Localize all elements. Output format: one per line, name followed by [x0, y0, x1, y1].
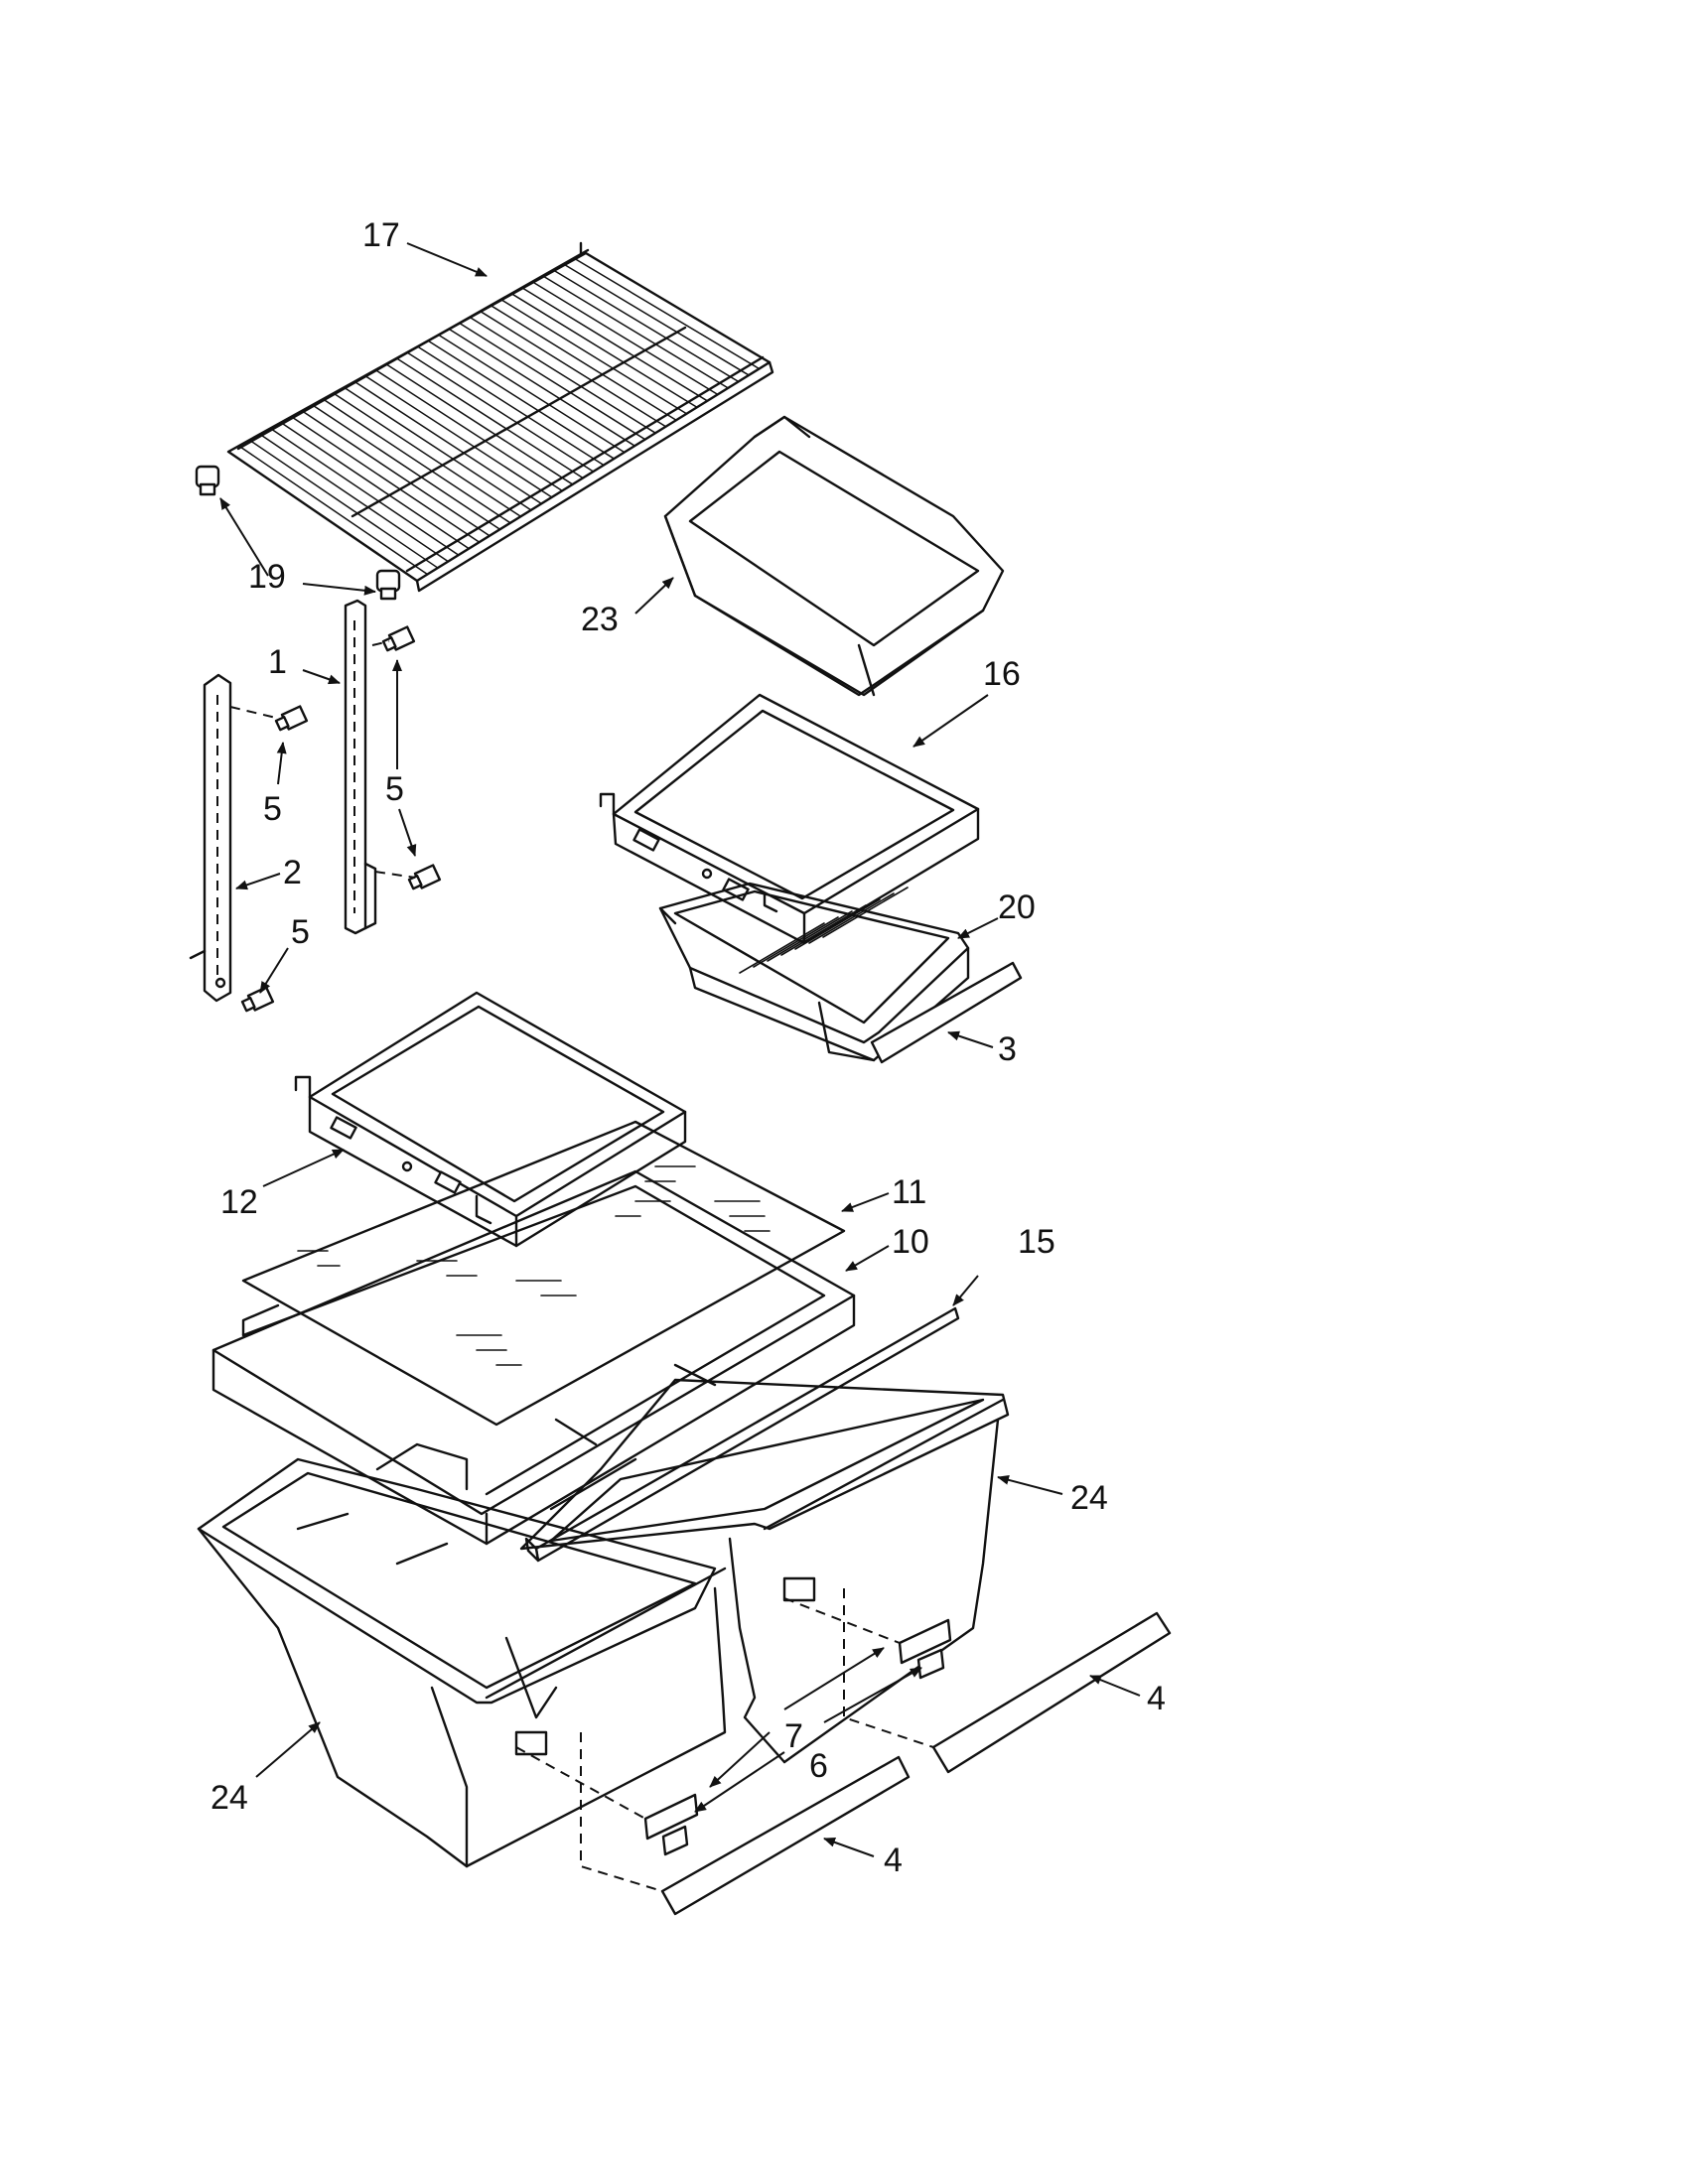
drawer-slide-clips	[643, 1618, 952, 1856]
deli-drawer	[663, 415, 1005, 697]
callout-6: 6	[809, 1747, 828, 1785]
callout-5-left: 5	[263, 790, 282, 828]
shelf-stud	[195, 465, 401, 601]
crisper-trim	[870, 961, 1023, 1064]
reference-lines	[515, 1588, 934, 1892]
callout-1: 1	[268, 643, 287, 681]
callout-labels: 17 19 23 1 16 5 5 2 20 5 3 11 12 10 15 2…	[210, 216, 1166, 1879]
callout-4-left: 4	[884, 1842, 903, 1879]
screws	[229, 625, 442, 1013]
drawer-trim-right	[931, 1611, 1172, 1774]
callout-2: 2	[283, 854, 302, 891]
crisper-drawer-lower-left	[197, 1457, 727, 1868]
crisper-cover-lower	[294, 991, 687, 1248]
crisper-cover	[599, 693, 980, 945]
callout-24-right: 24	[1070, 1479, 1108, 1517]
glass-insert	[241, 1120, 846, 1427]
callout-10: 10	[892, 1223, 929, 1261]
crisper-drawer-lower-right	[519, 1378, 1010, 1764]
callout-19: 19	[248, 558, 286, 596]
wire-shelf	[226, 241, 774, 593]
callout-24-left: 24	[210, 1779, 248, 1817]
shelf-rail-left	[189, 673, 232, 1003]
crisper-drawer-upper	[658, 882, 970, 1062]
callout-5-right: 5	[385, 770, 404, 808]
callout-7: 7	[784, 1717, 803, 1755]
callout-17: 17	[362, 216, 400, 254]
drawer-trim-left	[660, 1755, 911, 1916]
callout-3: 3	[998, 1030, 1017, 1068]
divider-strip	[524, 1306, 960, 1563]
callout-23: 23	[581, 601, 619, 638]
callout-4-right: 4	[1147, 1680, 1166, 1717]
callout-12: 12	[220, 1183, 258, 1221]
crisper-frame	[211, 1169, 856, 1546]
callout-5-bottom: 5	[291, 913, 310, 951]
callout-20: 20	[998, 888, 1036, 926]
callout-16: 16	[983, 655, 1021, 693]
callout-11: 11	[892, 1173, 926, 1211]
callout-15: 15	[1018, 1223, 1055, 1261]
leader-lines	[219, 242, 1141, 1857]
shelf-rail-right	[344, 599, 377, 935]
